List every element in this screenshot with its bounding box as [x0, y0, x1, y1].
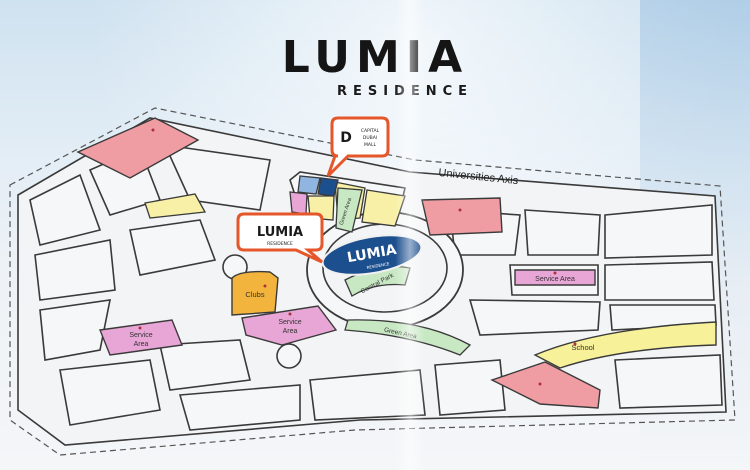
marker-dot [138, 326, 142, 330]
marker-dot [151, 128, 155, 132]
mall-pin-line1: CAPITAL [361, 128, 380, 134]
block [59, 359, 161, 426]
school-label: School [572, 343, 595, 352]
block [604, 204, 713, 259]
marker-dot [538, 382, 542, 386]
lumia-pin-title: LUMIA [257, 225, 303, 240]
service-area-left-plot [99, 319, 183, 356]
site-boundary [9, 107, 736, 456]
block [159, 339, 251, 391]
brand-header: LUMIA RESIDENCE [0, 32, 750, 100]
service-area-center-label-1: Service [278, 319, 301, 326]
block [468, 299, 601, 336]
plot-markers [138, 128, 577, 386]
school-plot [533, 321, 717, 369]
green-area-north [335, 187, 363, 233]
road-blocks [29, 144, 723, 431]
block [614, 354, 723, 409]
lumia-plot-subtitle: RESIDENCE [366, 261, 390, 270]
marker-dot [458, 208, 462, 212]
block [524, 209, 601, 256]
residential-plot-west [144, 193, 207, 219]
marker-dot [288, 312, 292, 316]
block [34, 239, 116, 301]
service-area-center-plot [241, 305, 338, 346]
service-area-right-plot [514, 269, 596, 286]
residential-plot-mall-f [317, 177, 339, 197]
block [434, 359, 506, 416]
clubs-plot [231, 270, 279, 316]
residential-plot-mall-d [289, 191, 308, 215]
clubs-label: Clubs [245, 290, 264, 299]
mall-pin-shape [326, 116, 390, 178]
block [163, 144, 271, 211]
block [29, 173, 102, 246]
marker-dot [573, 342, 577, 346]
roundabout-south [276, 343, 302, 369]
university-plot-southeast [490, 361, 601, 409]
service-area-right-label: Service Area [535, 276, 575, 283]
lumia-pin: LUMIA RESIDENCE [236, 212, 324, 264]
mall-pin-line2: DUBAI [363, 135, 377, 141]
lumia-pin-shape [236, 212, 324, 264]
mall-pin-line3: MALL [364, 142, 376, 148]
service-area-left-label-2: Area [134, 341, 149, 348]
mall-pin: D CAPITAL DUBAI MALL [326, 116, 390, 178]
lumia-pin-subtitle: RESIDENCE [267, 241, 293, 247]
service-area-center-label-2: Area [283, 328, 298, 335]
service-area-left-label-1: Service [129, 332, 152, 339]
university-plot-northwest [76, 117, 200, 179]
brand-title: LUMIA [281, 32, 469, 83]
residential-plot-mall-e [297, 175, 321, 195]
block [604, 261, 715, 301]
mall-pin-logo-d: D [340, 130, 352, 146]
block [129, 219, 217, 276]
university-plot-northeast [421, 197, 503, 236]
block [39, 299, 112, 361]
marker-dot [263, 284, 267, 288]
block [178, 384, 301, 431]
marker-dot [553, 271, 557, 275]
